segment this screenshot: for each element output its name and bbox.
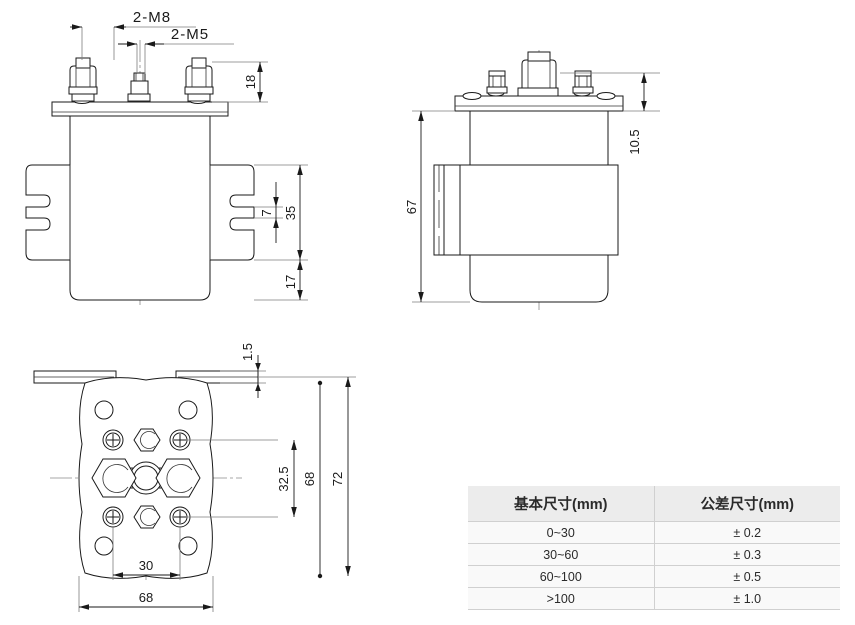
callout-2-m5-label: 2-M5 bbox=[171, 26, 209, 43]
cell-range: 30~60 bbox=[468, 543, 655, 566]
dim-7: 7 bbox=[254, 182, 283, 243]
side-left-tab bbox=[433, 164, 461, 256]
header-tolerance-size: 公差尺寸(mm) bbox=[654, 486, 840, 522]
dim-68-vertical: 68 bbox=[302, 380, 323, 579]
side-washer-right bbox=[596, 92, 616, 100]
top-screw-tl bbox=[102, 429, 124, 451]
dim-35-label: 35 bbox=[283, 206, 298, 220]
dim-17-label: 17 bbox=[283, 275, 298, 289]
dim-10-5: 10.5 bbox=[560, 72, 660, 155]
top-corner-hole-bl bbox=[94, 536, 114, 556]
dim-72: 72 bbox=[258, 376, 356, 576]
table-row: 60~100 ± 0.5 bbox=[468, 565, 840, 588]
dim-17: 17 bbox=[254, 260, 308, 301]
dim-1-5-label: 1.5 bbox=[240, 343, 255, 361]
callout-2-m5: 2-M5 bbox=[118, 26, 234, 74]
dim-72-label: 72 bbox=[330, 472, 345, 486]
top-corner-hole-br bbox=[178, 536, 198, 556]
side-washer-left bbox=[462, 92, 482, 100]
side-top-flange bbox=[454, 95, 624, 112]
front-bolt-m5 bbox=[127, 72, 151, 102]
table-row: >100 ± 1.0 bbox=[468, 587, 840, 610]
top-corner-hole-tl bbox=[94, 400, 114, 420]
top-hex-nut-right bbox=[155, 458, 201, 498]
tolerance-table-header-row: 基本尺寸(mm) 公差尺寸(mm) bbox=[468, 486, 840, 522]
cell-range: 60~100 bbox=[468, 565, 655, 588]
front-bracket-right bbox=[209, 164, 255, 261]
front-top-flange bbox=[51, 101, 229, 117]
front-bolt-m8-left bbox=[68, 57, 98, 104]
dim-10-5-label: 10.5 bbox=[627, 129, 642, 154]
dim-7-label: 7 bbox=[259, 209, 274, 216]
table-row: 0~30 ± 0.2 bbox=[468, 521, 840, 544]
dim-30: 30 bbox=[112, 527, 181, 580]
dim-18: 18 bbox=[212, 61, 268, 103]
side-mid-section bbox=[459, 164, 619, 256]
side-bolt-left bbox=[486, 70, 508, 97]
top-view: 1.5 32.5 68 72 bbox=[33, 343, 356, 612]
callout-2-m8-label: 2-M8 bbox=[133, 9, 171, 26]
tolerance-table: 基本尺寸(mm) 公差尺寸(mm) 0~30 ± 0.2 30~60 ± 0.3… bbox=[468, 486, 840, 610]
top-corner-hole-tr bbox=[178, 400, 198, 420]
top-hex-nut-top bbox=[133, 428, 161, 452]
front-view: 2-M8 2-M5 18 7 bbox=[25, 9, 308, 305]
front-bracket-left bbox=[25, 164, 71, 261]
dim-18-label: 18 bbox=[243, 75, 258, 89]
dim-35: 35 bbox=[254, 164, 308, 261]
dim-68-horizontal: 68 bbox=[78, 576, 214, 612]
dim-32-5: 32.5 bbox=[186, 439, 297, 518]
front-body bbox=[69, 114, 211, 301]
dim-68-vertical-label: 68 bbox=[302, 472, 317, 486]
top-hex-nut-left bbox=[91, 458, 137, 498]
cell-tolerance: ± 0.2 bbox=[654, 521, 840, 544]
dim-30-label: 30 bbox=[139, 558, 153, 573]
side-bolt-right bbox=[572, 70, 594, 97]
cell-range: 0~30 bbox=[468, 521, 655, 544]
cell-tolerance: ± 0.3 bbox=[654, 543, 840, 566]
dim-1-5: 1.5 bbox=[220, 343, 266, 398]
header-basic-size: 基本尺寸(mm) bbox=[468, 486, 655, 522]
side-view: 67 10.5 bbox=[404, 50, 660, 310]
callout-2-m8: 2-M8 bbox=[70, 9, 196, 60]
side-bolt-center bbox=[517, 51, 559, 97]
top-hex-nut-bottom bbox=[133, 505, 161, 529]
dim-67-label: 67 bbox=[404, 200, 419, 214]
dim-68-horizontal-label: 68 bbox=[139, 590, 153, 605]
dim-67: 67 bbox=[404, 110, 470, 303]
top-screw-bl bbox=[102, 506, 124, 528]
cell-tolerance: ± 0.5 bbox=[654, 565, 840, 588]
front-bolt-m8-right bbox=[184, 57, 214, 104]
dim-32-5-label: 32.5 bbox=[276, 466, 291, 491]
cell-range: >100 bbox=[468, 587, 655, 610]
table-row: 30~60 ± 0.3 bbox=[468, 543, 840, 566]
cell-tolerance: ± 1.0 bbox=[654, 587, 840, 610]
